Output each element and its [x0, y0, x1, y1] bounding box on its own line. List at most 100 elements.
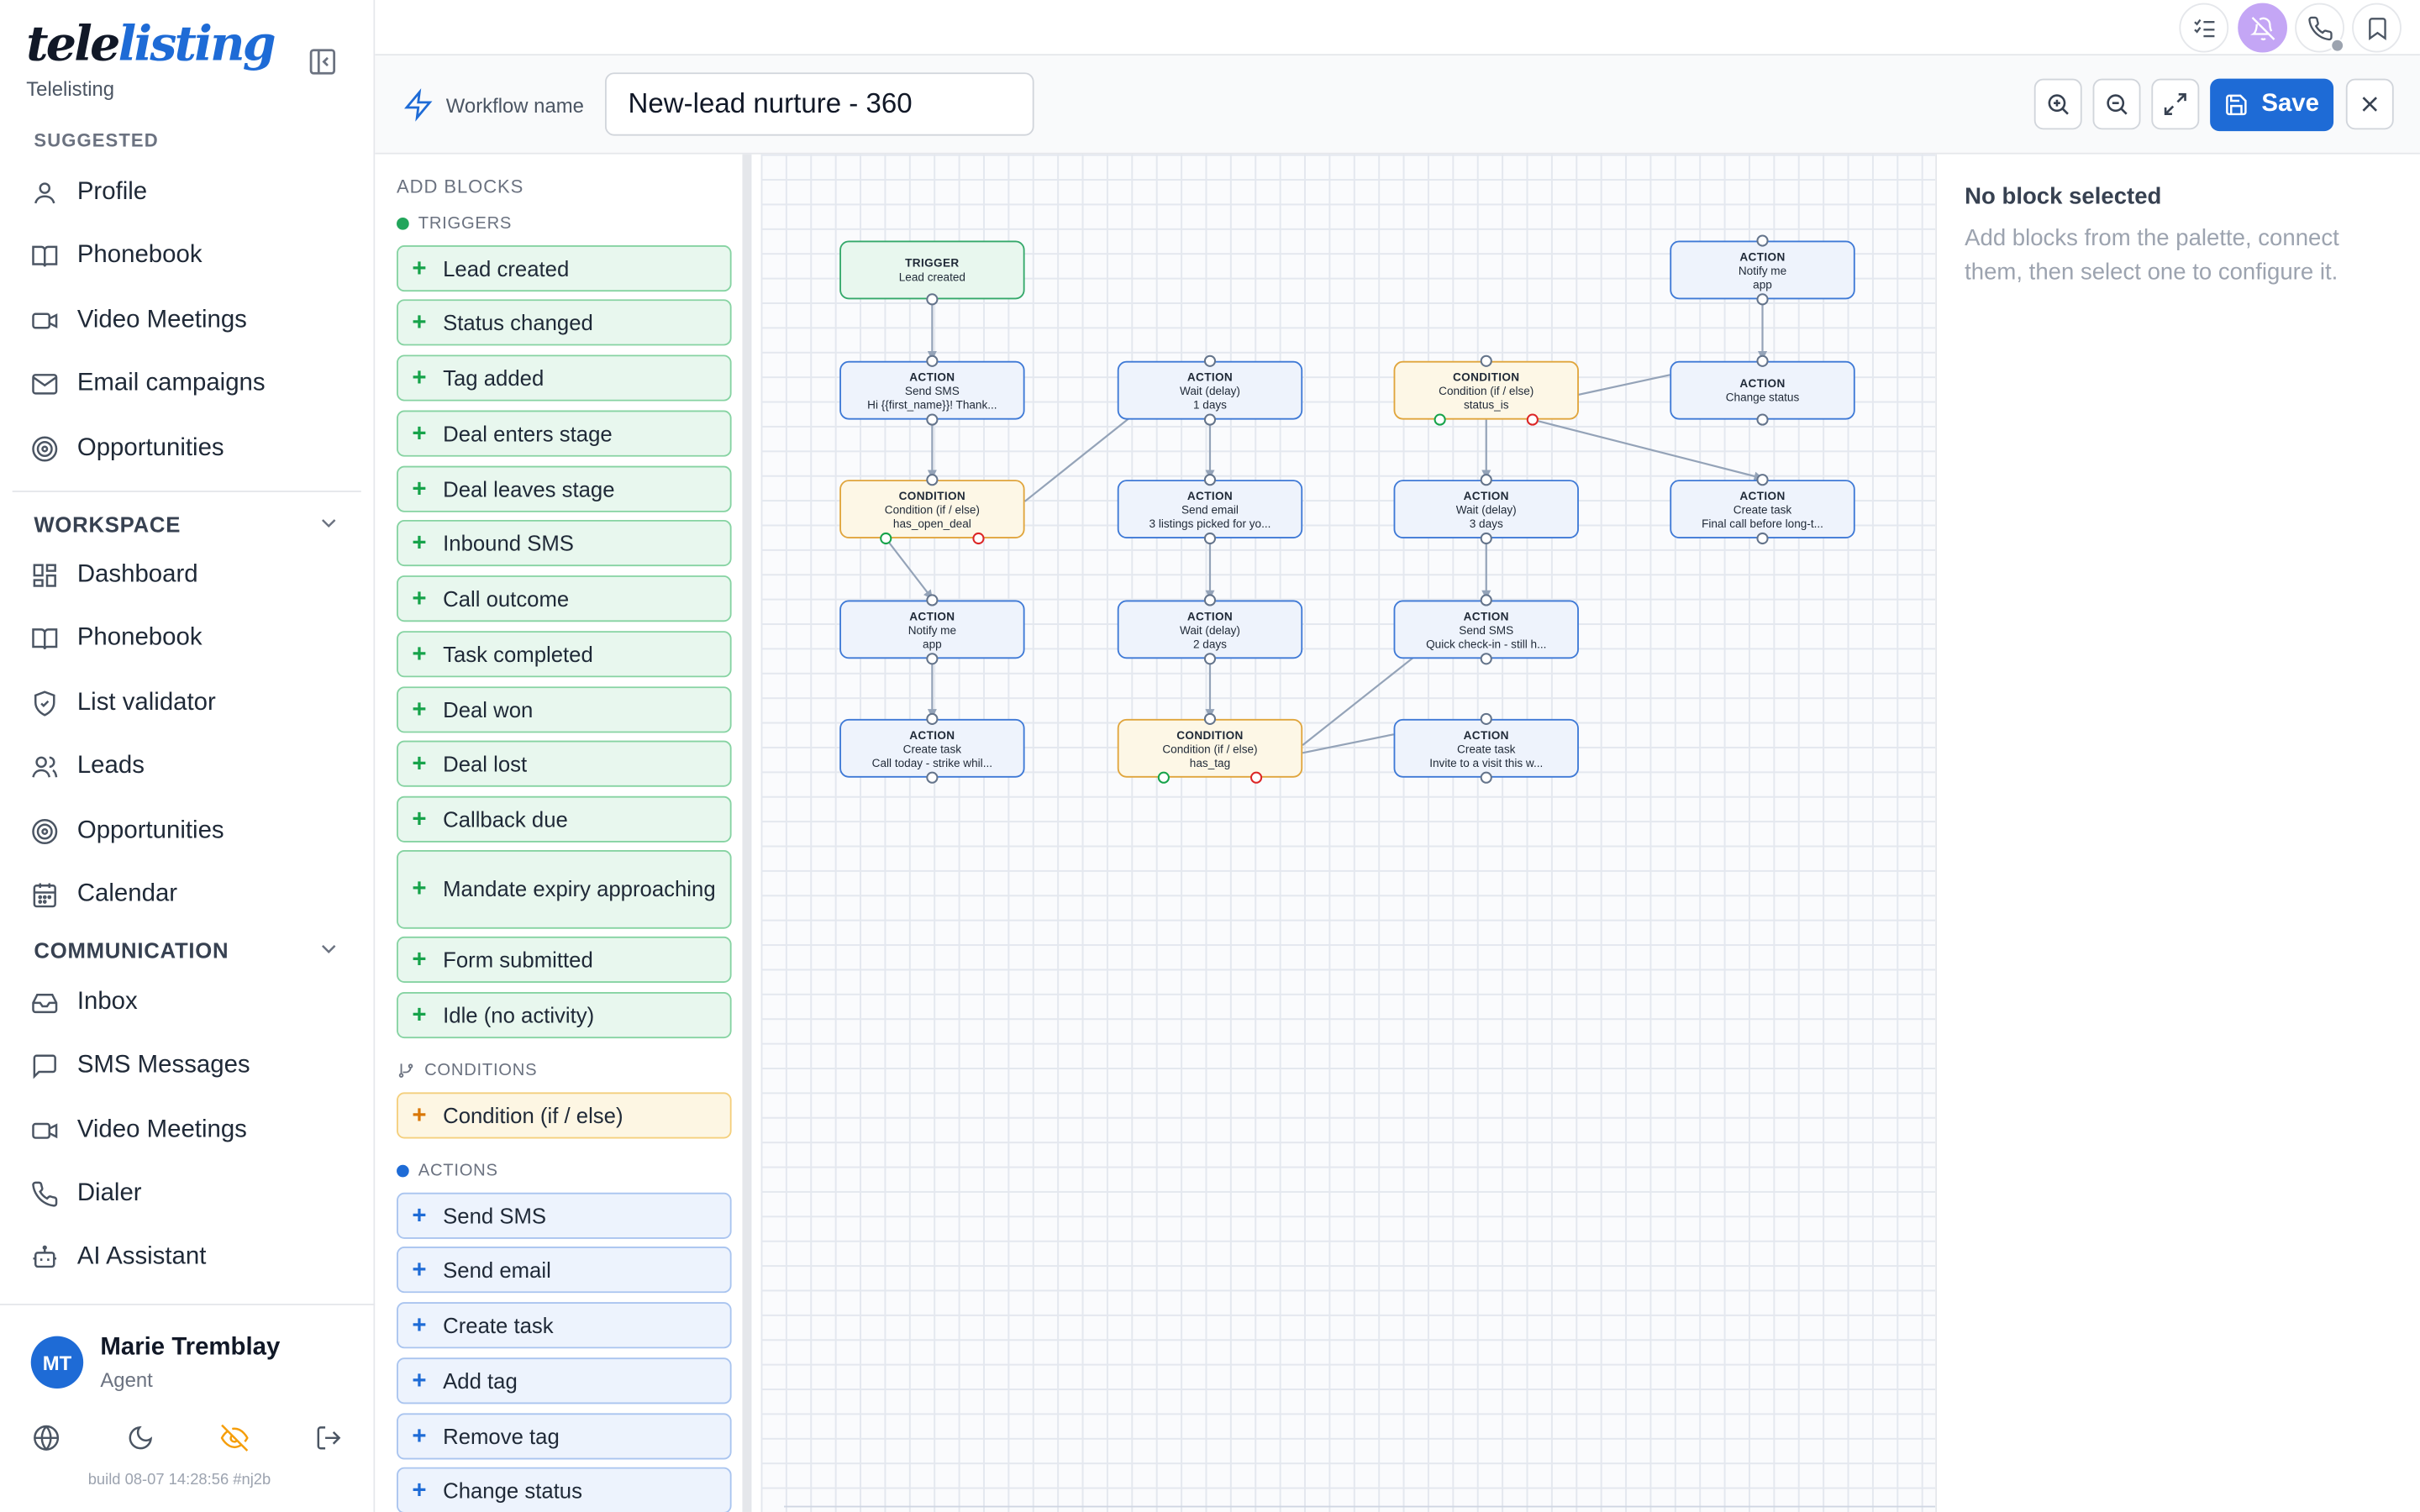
action-block[interactable]: +Create task: [397, 1302, 732, 1349]
plus-icon: +: [412, 1202, 427, 1229]
workflow-name-input[interactable]: [604, 72, 1034, 136]
trigger-block[interactable]: +Task completed: [397, 631, 732, 678]
avatar[interactable]: MT: [30, 1336, 84, 1389]
nav-dialer[interactable]: Dialer: [31, 1171, 355, 1217]
nav-video-meetings[interactable]: Video Meetings: [31, 1108, 355, 1154]
trigger-block[interactable]: +Status changed: [397, 299, 732, 346]
plus-icon: +: [412, 420, 427, 447]
action-block[interactable]: +Add tag: [397, 1357, 732, 1404]
action-block-label: Remove tag: [443, 1423, 560, 1448]
bookmark-button[interactable]: [2352, 3, 2402, 53]
nav-list-validator[interactable]: List validator: [31, 680, 355, 727]
canvas-scrollbar[interactable]: [784, 1505, 1936, 1508]
trigger-block-label: Idle (no activity): [443, 1001, 595, 1027]
action-block[interactable]: +Send SMS: [397, 1192, 732, 1239]
trigger-block[interactable]: +Deal lost: [397, 740, 732, 787]
node-kind: ACTION: [1739, 376, 1786, 391]
node-kind: ACTION: [1739, 249, 1786, 264]
logout-icon[interactable]: [315, 1424, 343, 1452]
nav-sms-messages[interactable]: SMS Messages: [31, 1043, 355, 1089]
workflow-canvas[interactable]: [760, 154, 1936, 1512]
dashboard-icon: [31, 562, 59, 590]
save-icon: [2224, 92, 2249, 117]
trigger-block[interactable]: +Inbound SMS: [397, 519, 732, 567]
nav-leads[interactable]: Leads: [31, 743, 355, 790]
trigger-dot-icon: [397, 217, 409, 230]
nav-dashboard[interactable]: Dashboard: [31, 553, 355, 599]
trigger-block[interactable]: +Lead created: [397, 245, 732, 292]
node-detail: has_tag: [1189, 755, 1231, 769]
nav-ai-assistant[interactable]: AI Assistant: [31, 1234, 355, 1280]
notifications-off-button[interactable]: [2238, 3, 2287, 53]
action-block[interactable]: +Remove tag: [397, 1413, 732, 1460]
trigger-block[interactable]: +Tag added: [397, 354, 732, 402]
brand-logo[interactable]: telelisting: [26, 17, 276, 73]
plus-icon: +: [412, 529, 427, 557]
moon-icon[interactable]: [127, 1424, 155, 1452]
nav-opportunities[interactable]: Opportunities: [31, 808, 355, 854]
condition-block[interactable]: +Condition (if / else): [397, 1092, 732, 1139]
trigger-block[interactable]: +Callback due: [397, 795, 732, 843]
target-icon: [31, 435, 59, 463]
node-detail: 2 days: [1192, 636, 1227, 651]
chevron-down-icon[interactable]: [317, 937, 341, 961]
chevron-down-icon[interactable]: [317, 511, 341, 535]
communication-heading[interactable]: COMMUNICATION: [34, 937, 229, 963]
node-kind: ACTION: [909, 369, 955, 384]
close-button[interactable]: [2345, 78, 2394, 130]
inspector-title: No block selected: [1965, 183, 2162, 210]
nav-suggested-video-meetings[interactable]: Video Meetings: [31, 297, 355, 344]
trigger-block[interactable]: +Mandate expiry approaching: [397, 850, 732, 929]
node-kind: ACTION: [1463, 488, 1509, 502]
node-detail: Call today - strike whil...: [871, 755, 993, 769]
nav-suggested-phonebook[interactable]: Phonebook: [31, 233, 355, 279]
workspace-heading[interactable]: WORKSPACE: [34, 512, 182, 538]
nav-phonebook[interactable]: Phonebook: [31, 616, 355, 662]
list-checks-icon: [2191, 14, 2217, 40]
plus-icon: +: [412, 946, 427, 974]
zoom-in-button[interactable]: [2033, 78, 2082, 130]
trigger-block[interactable]: +Deal enters stage: [397, 410, 732, 457]
nav-calendar[interactable]: Calendar: [31, 872, 355, 918]
user-icon: [31, 179, 59, 207]
fit-view-button[interactable]: [2151, 78, 2200, 130]
action-block-label: Create task: [443, 1312, 554, 1337]
zoom-out-button[interactable]: [2092, 78, 2141, 130]
plus-icon: +: [412, 876, 427, 903]
collapse-sidebar-icon[interactable]: [308, 46, 339, 77]
plus-icon: +: [412, 255, 427, 282]
tasks-button[interactable]: [2179, 3, 2229, 53]
nav-suggested-profile[interactable]: Profile: [31, 170, 355, 216]
save-button[interactable]: Save: [2210, 78, 2334, 132]
node-title: Send email: [1181, 501, 1239, 517]
nav-suggested-opportunities[interactable]: Opportunities: [31, 426, 355, 472]
nav-inbox[interactable]: Inbox: [31, 979, 355, 1026]
node-kind: ACTION: [909, 608, 955, 623]
eye-off-icon[interactable]: [220, 1424, 249, 1452]
trigger-block[interactable]: +Idle (no activity): [397, 991, 732, 1039]
action-block[interactable]: +Send email: [397, 1247, 732, 1294]
trigger-block[interactable]: +Call outcome: [397, 575, 732, 622]
nav-suggested-email-campaigns[interactable]: Email campaigns: [31, 361, 355, 407]
trigger-block[interactable]: +Form submitted: [397, 936, 732, 983]
globe-icon[interactable]: [33, 1424, 60, 1452]
action-block[interactable]: +Change status: [397, 1467, 732, 1512]
trigger-block[interactable]: +Deal leaves stage: [397, 465, 732, 512]
trigger-block[interactable]: +Deal won: [397, 686, 732, 733]
